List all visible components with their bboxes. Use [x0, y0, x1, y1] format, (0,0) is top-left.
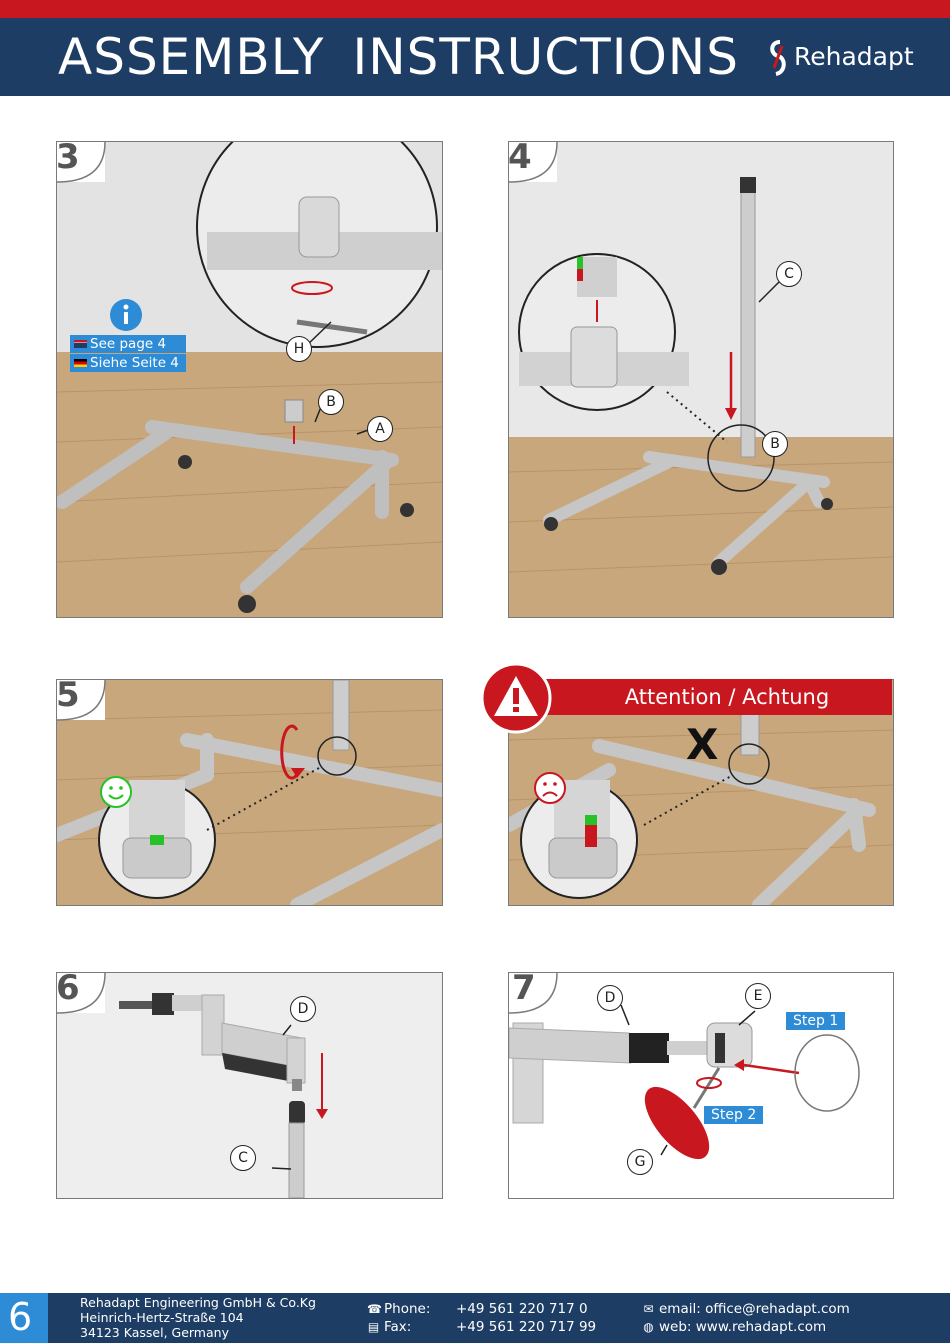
- step-7-number: 7: [512, 968, 536, 1008]
- attention-label: Attention / Achtung: [624, 685, 830, 709]
- page-number: 6: [8, 1295, 33, 1339]
- page-number-box: 6: [0, 1293, 48, 1343]
- step-7-panel: [508, 972, 894, 1199]
- fax-icon: ▤: [367, 1320, 380, 1334]
- callout-b: B: [318, 389, 344, 415]
- fax-number: +49 561 220 717 99: [456, 1319, 597, 1335]
- step-3-illustration: [57, 142, 442, 617]
- callout-b-step4: B: [762, 431, 788, 457]
- step-3-number: 3: [56, 137, 80, 177]
- callout-c-step6: C: [230, 1145, 256, 1171]
- happy-face-icon: [100, 776, 132, 808]
- top-red-strip: [0, 0, 950, 18]
- globe-icon: ◍: [643, 1320, 654, 1334]
- email-address[interactable]: office@rehadapt.com: [705, 1301, 850, 1317]
- see-page-de: Siehe Seite 4: [70, 354, 186, 372]
- step-3-panel: [56, 141, 443, 618]
- warning-icon: [480, 662, 552, 734]
- web-label: web:: [659, 1319, 692, 1335]
- page-header: ASSEMBLY INSTRUCTIONS Rehadapt: [0, 18, 950, 96]
- see-page-de-text: Siehe Seite 4: [90, 355, 179, 371]
- step-4-panel: [508, 141, 894, 618]
- step-6-panel: [56, 972, 443, 1199]
- callout-a: A: [367, 416, 393, 442]
- phone-icon: ☎: [367, 1302, 382, 1316]
- callout-d-step7: D: [597, 985, 623, 1011]
- phone-label: Phone:: [384, 1301, 431, 1317]
- see-page-en-text: See page 4: [90, 336, 167, 352]
- step-6-illustration: [57, 973, 328, 1198]
- step-7-illustration: [509, 973, 860, 1160]
- uk-flag-icon: [74, 340, 87, 348]
- company-street: Heinrich-Hertz-Straße 104: [80, 1310, 244, 1325]
- phone-number: +49 561 220 717 0: [456, 1301, 588, 1317]
- website-link[interactable]: www.rehadapt.com: [695, 1319, 827, 1335]
- wrong-rotation-x-mark: X: [686, 720, 719, 769]
- attention-banner: Attention / Achtung: [522, 679, 892, 715]
- contact-numbers: ☎Phone: +49 561 220 717 0 ▤ Fax: +49 561 22…: [367, 1300, 596, 1336]
- step-6-number: 6: [56, 968, 80, 1008]
- company-city: 34123 Kassel, Germany: [80, 1325, 229, 1340]
- step-2-badge: Step 2: [704, 1106, 764, 1124]
- title-word-instructions: INSTRUCTIONS: [352, 28, 739, 86]
- attention-illustration: [509, 680, 893, 905]
- see-page-note: See page 4 Siehe Seite 4: [70, 335, 186, 373]
- online-contacts: ✉ email: office@rehadapt.com ◍ web: www.re…: [642, 1300, 850, 1336]
- rehadapt-logo-icon: [770, 40, 786, 76]
- info-icon: [110, 299, 142, 331]
- company-name: Rehadapt Engineering GmbH & Co.Kg: [80, 1295, 316, 1310]
- page-title: ASSEMBLY INSTRUCTIONS: [58, 28, 767, 86]
- email-icon: ✉: [643, 1302, 654, 1316]
- callout-e: E: [745, 983, 771, 1009]
- step-1-badge: Step 1: [786, 1012, 846, 1030]
- fax-label: Fax:: [384, 1319, 412, 1335]
- page-footer: 6 Rehadapt Engineering GmbH & Co.Kg Hein…: [0, 1293, 950, 1343]
- sad-face-icon: [534, 772, 566, 804]
- step-4-number: 4: [508, 137, 532, 177]
- attention-panel: [508, 679, 894, 906]
- step-4-illustration: [509, 142, 893, 617]
- callout-h: H: [286, 336, 312, 362]
- email-label: email:: [659, 1301, 701, 1317]
- german-flag-icon: [74, 359, 87, 367]
- callout-d: D: [290, 996, 316, 1022]
- callout-g: G: [627, 1149, 653, 1175]
- company-address: Rehadapt Engineering GmbH & Co.Kg Heinri…: [80, 1295, 316, 1340]
- callout-c: C: [776, 261, 802, 287]
- brand-name: Rehadapt: [794, 42, 914, 71]
- title-word-assembly: ASSEMBLY: [58, 28, 325, 86]
- step-5-number: 5: [56, 675, 80, 715]
- see-page-en: See page 4: [70, 335, 186, 353]
- brand-logo: Rehadapt: [766, 38, 936, 78]
